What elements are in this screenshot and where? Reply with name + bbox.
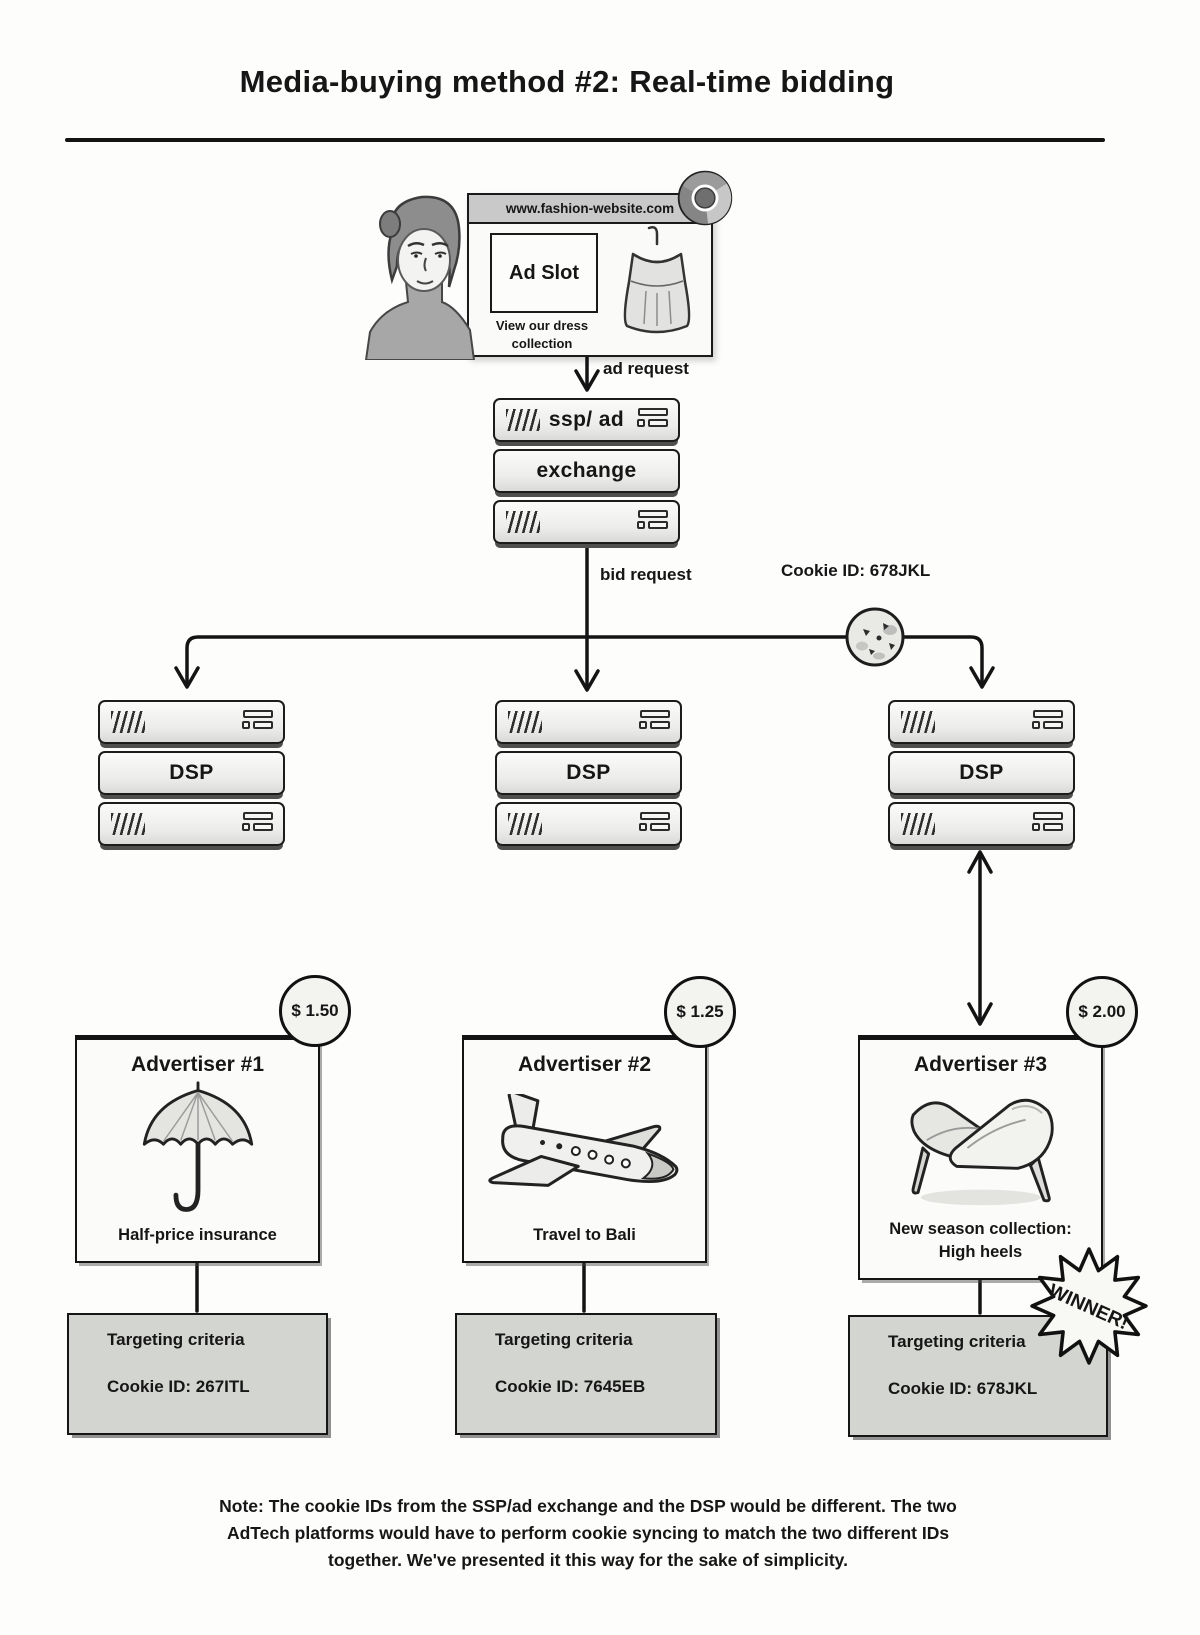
server-drive-slots-icon — [1032, 710, 1063, 729]
server-tier: exchange — [493, 449, 680, 493]
dsp-label: DSP — [959, 761, 1004, 784]
winner-badge: WINNER! — [1030, 1247, 1148, 1365]
advertiser-card-1: Advertiser #1 Half-price insurance — [75, 1035, 320, 1263]
ad-slot[interactable]: Ad Slot — [490, 233, 598, 313]
page-title: Media-buying method #2: Real-time biddin… — [239, 64, 895, 99]
bid-request-label: bid request — [600, 565, 692, 584]
server-tier: ssp/ ad — [493, 398, 680, 442]
server-vents-icon — [111, 813, 145, 835]
server-tier — [98, 700, 285, 744]
server-tier — [98, 802, 285, 846]
airplane-icon — [487, 1094, 678, 1188]
server-drive-slots-icon — [639, 710, 670, 729]
server-tier — [493, 500, 680, 544]
bid-amount-badge-2: $ 1.25 — [664, 976, 736, 1048]
server-vents-icon — [508, 813, 542, 835]
advertiser-name: Advertiser #1 — [130, 1053, 265, 1076]
ssp-label-line2: exchange — [536, 459, 637, 482]
bid-amount-badge-1: $ 1.50 — [279, 975, 351, 1047]
ssp-ad-exchange-server: ssp/ ad exchange — [493, 398, 680, 551]
url-text: www.fashion-website.com — [505, 201, 675, 216]
bid-amount: $ 2.00 — [1078, 1002, 1126, 1021]
footnote: Note: The cookie IDs from the SSP/ad exc… — [219, 1496, 957, 1571]
targeting-box-2: Targeting criteria Cookie ID: 7645EB — [455, 1313, 717, 1435]
server-tier — [495, 802, 682, 846]
server-drive-slots-icon — [637, 408, 668, 427]
server-vents-icon — [508, 711, 542, 733]
ad-request-label: ad request — [603, 359, 689, 378]
targeting-cookie-id: Cookie ID: 678JKL — [888, 1379, 1038, 1398]
targeting-title: Targeting criteria — [107, 1330, 245, 1349]
targeting-title: Targeting criteria — [888, 1332, 1026, 1351]
server-tier — [888, 802, 1075, 846]
website-visitor-illustration — [364, 195, 476, 360]
advertiser-name: Advertiser #2 — [517, 1053, 652, 1076]
server-tier — [495, 700, 682, 744]
url-bar[interactable]: www.fashion-website.com — [469, 195, 711, 224]
targeting-cookie-id: Cookie ID: 7645EB — [495, 1377, 646, 1396]
server-tier — [888, 700, 1075, 744]
server-vents-icon — [506, 409, 540, 431]
ad-slot-caption: View our dress collection — [495, 318, 589, 351]
server-drive-slots-icon — [637, 510, 668, 529]
dress-on-hanger-icon — [623, 226, 691, 334]
server-drive-slots-icon — [1032, 812, 1063, 831]
high-heels-icon — [909, 1099, 1054, 1206]
browser-window: www.fashion-website.com Ad Slot View our… — [467, 193, 713, 357]
server-drive-slots-icon — [639, 812, 670, 831]
advertiser-caption: Half-price insurance — [118, 1225, 277, 1244]
chrome-browser-icon — [677, 170, 733, 226]
server-tier: DSP — [888, 751, 1075, 795]
advertiser-caption: Travel to Bali — [533, 1225, 636, 1244]
bid-amount: $ 1.25 — [676, 1002, 724, 1021]
server-tier: DSP — [98, 751, 285, 795]
bid-amount: $ 1.50 — [291, 1001, 339, 1020]
ad-slot-label: Ad Slot — [509, 261, 579, 284]
dsp-label: DSP — [169, 761, 214, 784]
advertiser-name: Advertiser #3 — [913, 1053, 1048, 1076]
dsp-label: DSP — [566, 761, 611, 784]
cookie-id-label: Cookie ID: 678JKL — [781, 561, 931, 580]
dsp-server-3: DSP — [888, 700, 1075, 853]
advertiser-card-3: Advertiser #3 New season collection: Hig… — [858, 1035, 1103, 1280]
server-vents-icon — [111, 711, 145, 733]
bid-amount-badge-3: $ 2.00 — [1066, 976, 1138, 1048]
advertiser-caption: New season collection: High heels — [889, 1219, 1072, 1261]
dsp-server-2: DSP — [495, 700, 682, 853]
advertiser-card-2: Advertiser #2 Travel to Bali — [462, 1035, 707, 1263]
dsp-server-1: DSP — [98, 700, 285, 853]
server-tier: DSP — [495, 751, 682, 795]
cookie-icon — [845, 607, 905, 667]
server-vents-icon — [901, 711, 935, 733]
title-underline — [65, 138, 1105, 142]
server-vents-icon — [901, 813, 935, 835]
targeting-box-1: Targeting criteria Cookie ID: 267ITL — [67, 1313, 328, 1435]
server-drive-slots-icon — [242, 812, 273, 831]
server-vents-icon — [506, 511, 540, 533]
targeting-title: Targeting criteria — [495, 1330, 633, 1349]
umbrella-icon — [142, 1081, 253, 1213]
ssp-label-line1: ssp/ ad — [548, 408, 625, 431]
targeting-cookie-id: Cookie ID: 267ITL — [107, 1377, 250, 1396]
server-drive-slots-icon — [242, 710, 273, 729]
